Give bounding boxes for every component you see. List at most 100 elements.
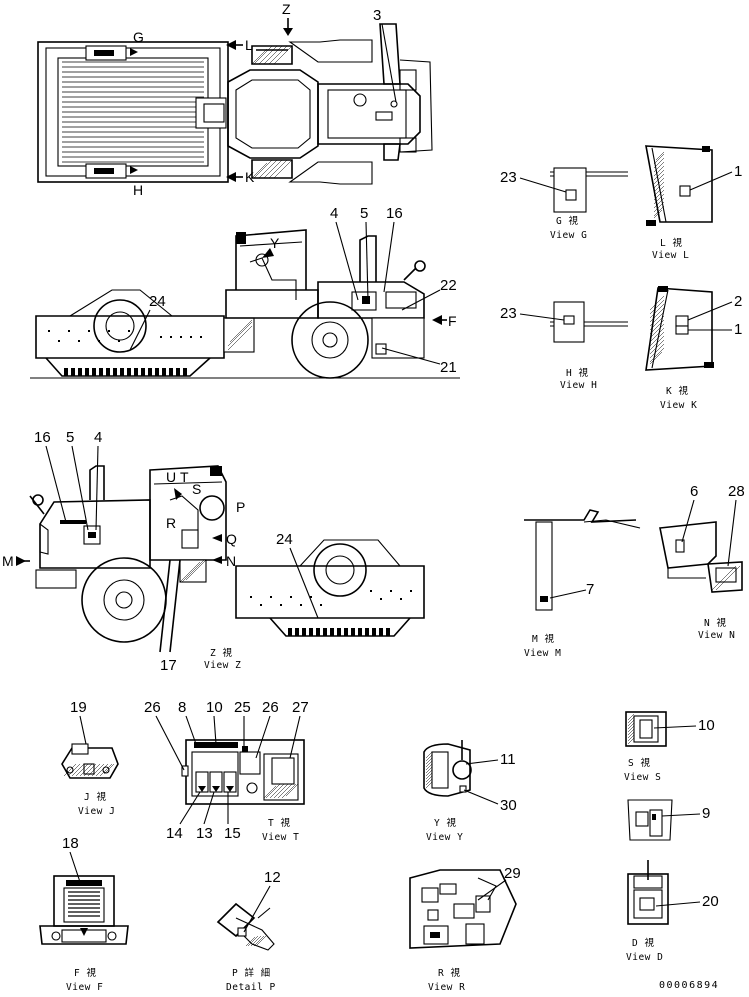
- caption-g-jp: G 視: [556, 215, 578, 227]
- callout-5-left: 5: [360, 205, 368, 222]
- callout-29: 29: [504, 865, 521, 882]
- callout-26-b: 26: [262, 699, 279, 716]
- cab-rops-right: [149, 465, 227, 561]
- caption-z-jp: Z 視: [210, 647, 232, 659]
- caption-j-jp: J 視: [84, 791, 106, 803]
- caption-d-jp: D 視: [632, 937, 654, 949]
- view-j: 19 J 視 View J: [61, 699, 119, 817]
- callout-8: 8: [178, 699, 186, 716]
- letter-z: Z: [282, 1, 291, 17]
- caption-p-en: Detail P: [226, 982, 276, 992]
- rear-wheel-left: [291, 301, 369, 379]
- callout-4-left: 4: [330, 205, 338, 222]
- callout-6: 6: [690, 483, 698, 500]
- caption-k-en: View K: [660, 400, 697, 411]
- callout-28: 28: [728, 483, 745, 500]
- callout-12: 12: [264, 869, 281, 886]
- caption-s-en: View S: [624, 772, 661, 783]
- drawing-number: 00006894: [659, 980, 719, 991]
- letter-u: U: [166, 469, 176, 485]
- callout-23-g: 23: [500, 169, 517, 186]
- callout-23-h: 23: [500, 305, 517, 322]
- caption-y-jp: Y 視: [434, 817, 456, 829]
- callout-5-z: 5: [66, 429, 74, 446]
- letter-k: K: [245, 169, 255, 185]
- caption-y-en: View Y: [426, 832, 463, 843]
- callout-13: 13: [196, 825, 213, 842]
- caption-n-en: View N: [698, 630, 735, 641]
- callout-25: 25: [234, 699, 251, 716]
- drum-frame-right: [235, 565, 425, 619]
- callout-11: 11: [500, 751, 516, 768]
- view-r: 29 R 視 View R: [409, 865, 521, 993]
- callout-1-l: 1: [734, 163, 742, 180]
- callout-10-s: 10: [698, 717, 715, 734]
- view-d: 20 D 視 View D: [626, 860, 719, 963]
- letter-n: N: [226, 553, 236, 569]
- view-t: 26 8 10 25 26 27 14 13 15 T 視 View T: [144, 699, 309, 843]
- view-f: 18 F 視 View F: [39, 835, 129, 993]
- caption-l-jp: L 視: [660, 237, 682, 249]
- caption-r-en: View R: [428, 982, 465, 992]
- caption-g-en: View G: [550, 230, 587, 241]
- caption-h-en: View H: [560, 380, 597, 391]
- caption-d-en: View D: [626, 952, 663, 963]
- view-9: 9: [627, 799, 710, 841]
- letter-r: R: [166, 515, 176, 531]
- caption-k-jp: K 視: [666, 385, 688, 397]
- caption-p-jp: P 詳 細: [232, 967, 271, 979]
- callout-10-t: 10: [206, 699, 223, 716]
- callout-17: 17: [160, 657, 177, 674]
- callout-26-a: 26: [144, 699, 161, 716]
- detail-p: 12 P 詳 細 Detail P: [216, 869, 281, 993]
- caption-s-jp: S 視: [628, 757, 650, 769]
- letter-h: H: [133, 182, 143, 198]
- caption-r-jp: R 視: [438, 967, 460, 979]
- cab-rops-left: [235, 229, 307, 290]
- callout-1-k: 1: [734, 321, 742, 338]
- side-view-left: F Y 24 4 5 16 22 21: [30, 205, 460, 379]
- caption-z-en: View Z: [204, 660, 241, 671]
- letter-y: Y: [270, 235, 280, 251]
- view-s: 10 S 視 View S: [624, 711, 715, 783]
- callout-18: 18: [62, 835, 79, 852]
- drum-frame-side: [35, 315, 225, 359]
- callout-24-z: 24: [276, 531, 293, 548]
- caption-m-en: View M: [524, 648, 561, 659]
- callout-9: 9: [702, 805, 710, 822]
- view-y: 11 30 Y 視 View Y: [423, 740, 517, 843]
- engine-hood-top: [317, 83, 421, 145]
- caption-h-jp: H 視: [566, 367, 588, 379]
- letter-p: P: [236, 499, 245, 515]
- callout-20: 20: [702, 893, 719, 910]
- caption-j-en: View J: [78, 806, 115, 817]
- callout-30: 30: [500, 797, 517, 814]
- view-z: F M U T S P Q N R 16 5 4 24 17 Z 視 View …: [2, 429, 425, 674]
- top-view: G L H K Z 3: [37, 1, 433, 198]
- callout-7: 7: [586, 581, 594, 598]
- caption-f-jp: F 視: [74, 967, 96, 979]
- callout-2-k: 2: [734, 293, 742, 310]
- letter-m-visible: M: [2, 553, 14, 569]
- view-l: 1 L 視 View L: [645, 145, 742, 261]
- caption-f-en: View F: [66, 982, 103, 992]
- callout-16-z: 16: [34, 429, 51, 446]
- caption-t-jp: T 視: [268, 817, 290, 829]
- callout-22: 22: [440, 277, 457, 294]
- view-g: 23 G 視 View G: [500, 167, 628, 241]
- engine-hood-side: [317, 281, 425, 319]
- letter-l: L: [245, 37, 253, 53]
- callout-19: 19: [70, 699, 87, 716]
- rear-wheel-right: [81, 557, 167, 643]
- view-k: 2 1 K 視 View K: [645, 286, 742, 411]
- caption-l-en: View L: [652, 250, 689, 261]
- caption-t-en: View T: [262, 832, 299, 843]
- letter-f: F: [448, 313, 457, 329]
- caption-n-jp: N 視: [704, 617, 726, 629]
- callout-27: 27: [292, 699, 309, 716]
- view-m: 7 M 視 View M: [524, 509, 641, 659]
- callout-4-z: 4: [94, 429, 102, 446]
- view-h: 23 H 視 View H: [500, 301, 628, 391]
